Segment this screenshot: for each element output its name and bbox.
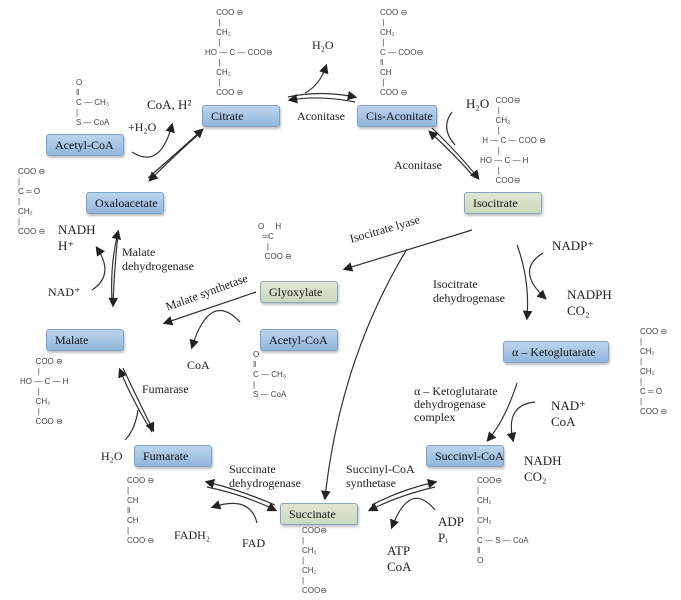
structure-acetyl-coa-top: O ‖ C — CH₃ | S — CoA	[76, 78, 110, 127]
enzyme-succinyl-coa-synthetase-line1: Succinyl-CoA	[346, 462, 415, 476]
arrow-acetylcoa-in	[131, 122, 175, 158]
metabolite-alpha-ketoglutarate[interactable]: α – Ketoglutarate	[503, 341, 609, 363]
cofactor-nadh-right: NADH	[524, 453, 562, 468]
arrow-h2o-fumarase	[124, 409, 139, 441]
metabolite-acetyl-coa-mid[interactable]: Acetyl-CoA	[260, 329, 338, 351]
cofactor-co2-1: CO₂	[567, 303, 590, 318]
cofactor-h2o-left: H₂O	[101, 449, 123, 463]
arrow-isocitrate-to-akg	[516, 244, 533, 321]
arrow-citrate-to-cisaconitate	[287, 90, 358, 101]
cofactor-pi: Pᵢ	[438, 530, 448, 545]
arrow-isocitrate-to-succinate	[321, 248, 408, 501]
arrow-fumarate-to-succinate	[206, 486, 278, 512]
enzyme-akg-dh-line2: dehydrogenase	[414, 397, 486, 411]
arrow-cisaconitate-to-citrate	[287, 94, 356, 104]
arrow-malate-to-fumarate	[122, 367, 155, 433]
structure-malate: COO ⊖ | HO — C — H | CH₂ | COO ⊖	[20, 357, 69, 426]
structure-succinyl-coa: COO⊖ | CH₂ | CH₂ | C — S — CoA ‖ O	[477, 476, 529, 565]
arrow-succinate-to-fumarate	[204, 479, 276, 506]
structure-acetyl-coa-mid: O ‖ C — CH₃ | S — CoA	[253, 350, 287, 399]
cofactor-atp: ATP	[387, 543, 411, 558]
metabolite-oxaloacetate[interactable]: Oxaloacetate	[86, 192, 164, 214]
arrow-h2o-release	[304, 63, 329, 94]
arrow-acetylcoa-to-coa	[189, 310, 241, 350]
arrow-isocitrate-to-cisaconitate	[428, 130, 476, 179]
enzyme-akg-dh-line3: complex	[414, 410, 456, 424]
cofactor-adp: ADP	[438, 514, 465, 529]
cofactor-nad-left: NAD⁺	[48, 285, 81, 299]
structure-alpha-ketoglutarate: COO ⊖ | CH₂ | CH₂ | C ═ O | COO ⊖	[640, 327, 668, 416]
arrow-nad-to-nadh-akg	[506, 401, 536, 443]
cofactor-h-plus: H⁺	[58, 238, 75, 253]
arrow-akg-to-succinylcoa	[486, 382, 518, 442]
structure-succinate: COO⊖ | CH₂ | CH₂ | COO⊖	[302, 526, 327, 595]
enzyme-succinyl-coa-synthetase-line2: synthetase	[346, 476, 396, 490]
cofactor-nadh-left: NADH	[58, 222, 96, 237]
metabolite-glyoxylate[interactable]: Glyoxylate	[260, 281, 338, 303]
arrow-succinylcoa-to-succinate	[367, 486, 436, 512]
structure-glyoxylate: O H ═C | COO ⊖	[258, 222, 292, 261]
arrow-malate-synthetase	[162, 291, 257, 326]
structure-oxaloacetate: COO ⊖ | C ═ O | CH₂ | COO ⊖	[18, 167, 46, 236]
cofactor-coa-right: CoA	[551, 414, 576, 429]
structure-citrate: COO ⊖ | CH₂ | HO — C — COO⊖ | CH₂ | COO …	[205, 8, 273, 97]
cofactor-nadph: NADPH	[567, 287, 612, 302]
cofactor-fad: FAD	[242, 536, 266, 550]
enzyme-isocitrate-dh-line2: dehydrogenase	[433, 291, 505, 305]
arrow-fad-to-fadh2	[210, 500, 258, 524]
metabolite-isocitrate[interactable]: Isocitrate	[464, 192, 542, 214]
metabolite-citrate[interactable]: Citrate	[202, 105, 280, 127]
arrow-nad-to-nadh	[91, 246, 106, 291]
metabolite-fumarate[interactable]: Fumarate	[134, 445, 212, 467]
enzyme-fumarase: Fumarase	[142, 382, 189, 396]
cofactor-plus-h2o: +H₂O	[128, 120, 157, 134]
metabolite-succinate[interactable]: Succinate	[280, 503, 358, 525]
arrow-adp-to-atp	[390, 497, 436, 530]
arrow-fumarate-to-malate	[118, 367, 153, 433]
arrow-h2o-in-isocitrate	[446, 111, 456, 146]
enzyme-aconitase-2: Aconitase	[394, 158, 442, 172]
structure-cis-aconitate: COO ⊖ | CH₂ | C — COO⊖ ‖ CH | COO ⊖	[380, 8, 424, 97]
metabolite-cis-aconitate[interactable]: Cis-Aconitate	[357, 105, 437, 127]
cofactor-nadp: NADP⁺	[552, 238, 595, 253]
cofactor-nad-right: NAD⁺	[551, 398, 587, 413]
arrow-malate-to-oxaloacetate	[111, 229, 121, 301]
metabolite-acetyl-coa-top[interactable]: Acetyl-CoA	[46, 134, 124, 156]
enzyme-succinate-dh-line2: dehydrogenase	[229, 476, 301, 490]
metabolite-malate[interactable]: Malate	[46, 329, 124, 351]
cofactor-coa-bottom: CoA	[387, 559, 412, 574]
cofactor-h2o-right: H₂O	[466, 96, 490, 111]
enzyme-malate-dh-line1: Malate	[122, 245, 156, 259]
enzyme-isocitrate-dh-line1: Isocitrate	[433, 277, 478, 291]
arrow-isocitrate-lyase	[342, 229, 473, 272]
structure-fumarate: COO ⊖ | CH ‖ CH | COO ⊖	[127, 476, 155, 545]
metabolite-succinyl-coa[interactable]: Succinvl-CoA	[426, 445, 504, 467]
cofactor-h2o-top: H₂O	[312, 38, 334, 52]
arrow-nadp-to-nadph	[528, 252, 547, 300]
cofactor-coa-mid: CoA	[187, 358, 210, 372]
arrow-oxaloacetate-to-malate	[108, 234, 119, 308]
cofactor-coa-h2: CoA, H²	[147, 97, 192, 112]
enzyme-akg-dh-line1: α – Ketoglutarate	[414, 384, 498, 398]
enzyme-malate-dh-line2: dehydrogenase	[122, 259, 194, 273]
arrow-succinate-to-succinylcoa	[371, 478, 438, 506]
enzyme-aconitase-1: Aconitase	[297, 109, 345, 123]
structure-isocitrate: COO⊖ | CH₂ | H — C — COO ⊖ | HO — C — H …	[480, 96, 546, 185]
cofactor-fadh2: FADH₂	[174, 528, 210, 542]
enzyme-succinate-dh-line1: Succinate	[229, 462, 276, 476]
arrow-citrate-to-oxaloacetate	[148, 132, 201, 182]
cofactor-co2-2: CO₂	[524, 469, 547, 484]
